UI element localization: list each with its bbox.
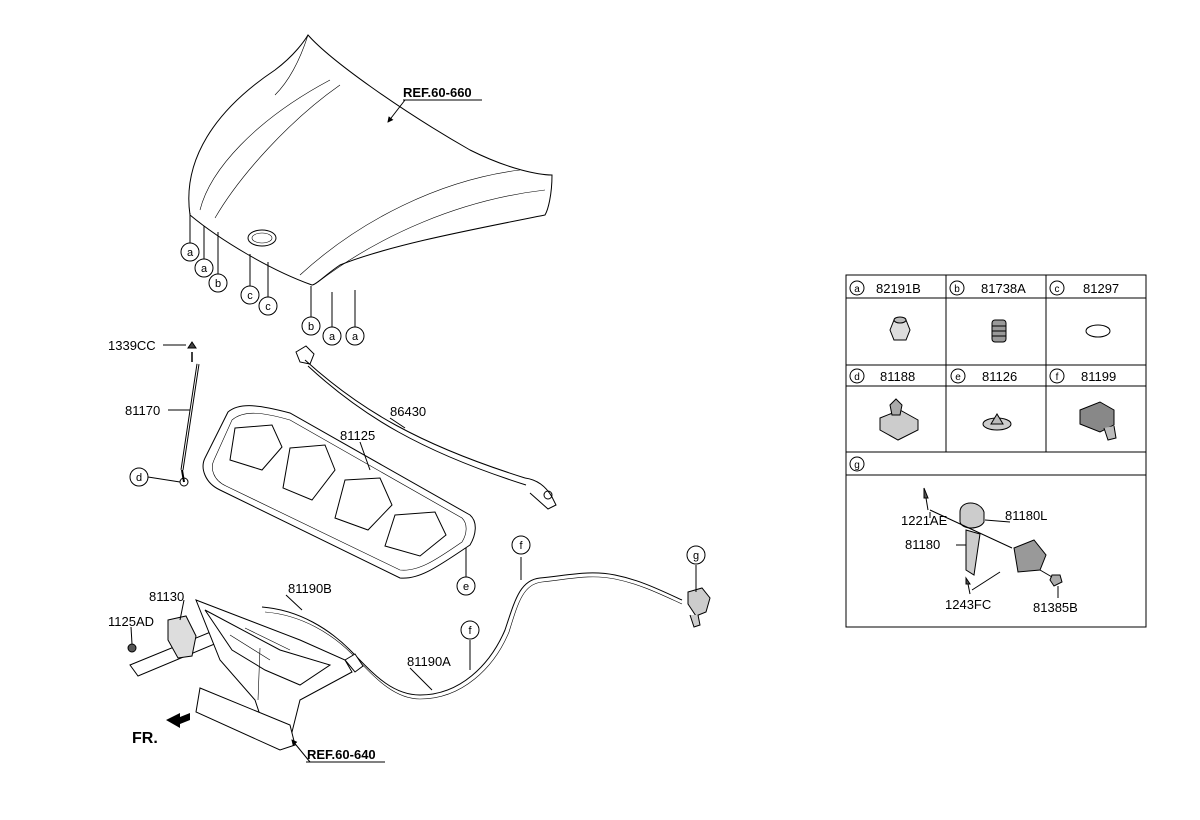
- latch-assembly-icon: [923, 487, 1063, 595]
- part-81170-label: 81170: [125, 403, 160, 418]
- part-81130-label: 81130: [149, 589, 184, 604]
- part-86430-label: 86430: [390, 404, 426, 419]
- hood-stay-rod: [179, 341, 200, 487]
- rubber-bumper-icon: [991, 319, 1007, 343]
- callout-f: f: [511, 535, 531, 555]
- svg-text:81297: 81297: [1083, 281, 1119, 296]
- svg-text:e: e: [955, 372, 961, 383]
- callout-a: a: [322, 326, 342, 346]
- hood-callouts: a a b c c b a a: [180, 242, 365, 346]
- part-81180-label: 81180: [905, 537, 940, 552]
- front-ref-callout: REF.60-640: [291, 739, 385, 763]
- legend-cell-c: c 81297: [1049, 280, 1119, 296]
- svg-text:c: c: [1055, 284, 1060, 295]
- svg-text:b: b: [954, 284, 960, 295]
- front-end-module: [129, 599, 364, 751]
- legend-cell-d: d 81188: [849, 368, 915, 384]
- svg-text:d: d: [854, 372, 860, 383]
- handle-bracket-icon: [1079, 401, 1117, 441]
- release-handle: [687, 587, 711, 628]
- svg-text:c: c: [265, 301, 271, 313]
- svg-text:82191B: 82191B: [876, 281, 921, 296]
- svg-text:g: g: [854, 460, 860, 471]
- part-1339CC-label: 1339CC: [108, 338, 156, 353]
- clip-icon: [879, 398, 919, 441]
- svg-text:f: f: [468, 625, 472, 637]
- hood-emblem-hole: [247, 229, 277, 247]
- svg-text:d: d: [136, 472, 142, 484]
- bumper-stop-icon: [889, 316, 911, 341]
- svg-text:b: b: [308, 321, 314, 333]
- part-81385B-label: 81385B: [1033, 600, 1078, 615]
- svg-text:a: a: [352, 331, 359, 343]
- part-81190A-label: 81190A: [407, 654, 451, 669]
- part-81180L-label: 81180L: [1005, 508, 1047, 523]
- callout-b: b: [208, 273, 228, 293]
- hood-seal-weatherstrip: [295, 345, 557, 510]
- callout-c: c: [258, 296, 278, 316]
- front-direction-indicator: FR.: [132, 713, 190, 747]
- legend-cell-b: b 81738A: [949, 280, 1026, 296]
- part-1125AD-label: 1125AD: [108, 614, 154, 629]
- part-81125-label: 81125: [340, 428, 375, 443]
- svg-text:a: a: [201, 263, 208, 275]
- svg-text:e: e: [463, 581, 469, 593]
- callout-a: a: [180, 242, 200, 262]
- hood-ref-callout: REF.60-660: [387, 85, 482, 123]
- svg-text:f: f: [1056, 372, 1059, 383]
- svg-text:81188: 81188: [880, 369, 915, 384]
- part-81190B-label: 81190B: [288, 581, 332, 596]
- svg-text:b: b: [215, 278, 221, 290]
- legend-cell-e: e 81126: [950, 368, 1017, 384]
- grommet-icon: [982, 413, 1012, 431]
- callout-c: c: [240, 285, 260, 305]
- svg-text:c: c: [247, 290, 253, 302]
- svg-text:g: g: [693, 550, 699, 562]
- part-1243FC-label: 1243FC: [945, 597, 991, 612]
- svg-text:a: a: [329, 331, 336, 343]
- callout-d: d: [129, 467, 149, 487]
- legend-cell-f: f 81199: [1049, 368, 1116, 384]
- hood-latch: [127, 615, 197, 659]
- svg-text:a: a: [187, 247, 194, 259]
- svg-text:81126: 81126: [982, 369, 1017, 384]
- legend-cell-g: g: [849, 456, 865, 472]
- callout-g: g: [686, 545, 706, 565]
- plug-icon: [1085, 324, 1111, 338]
- callout-a: a: [194, 258, 214, 278]
- hood-ref-label: REF.60-660: [403, 85, 472, 100]
- hood-panel: [188, 34, 553, 286]
- svg-text:81738A: 81738A: [981, 281, 1026, 296]
- hood-insulator-pad: [202, 405, 476, 579]
- front-ref-label: REF.60-640: [307, 747, 376, 762]
- callout-b: b: [301, 316, 321, 336]
- callout-a: a: [345, 326, 365, 346]
- callout-f: f: [460, 620, 480, 640]
- front-label: FR.: [132, 730, 158, 747]
- parts-legend-table: [845, 274, 1147, 628]
- svg-text:81199: 81199: [1081, 369, 1116, 384]
- svg-text:f: f: [519, 540, 523, 552]
- svg-text:a: a: [854, 284, 860, 295]
- hood-release-cable: [261, 572, 683, 700]
- part-1221AE-label: 1221AE: [901, 513, 948, 528]
- callout-e: e: [456, 576, 476, 596]
- legend-cell-a: a 82191B: [849, 280, 921, 296]
